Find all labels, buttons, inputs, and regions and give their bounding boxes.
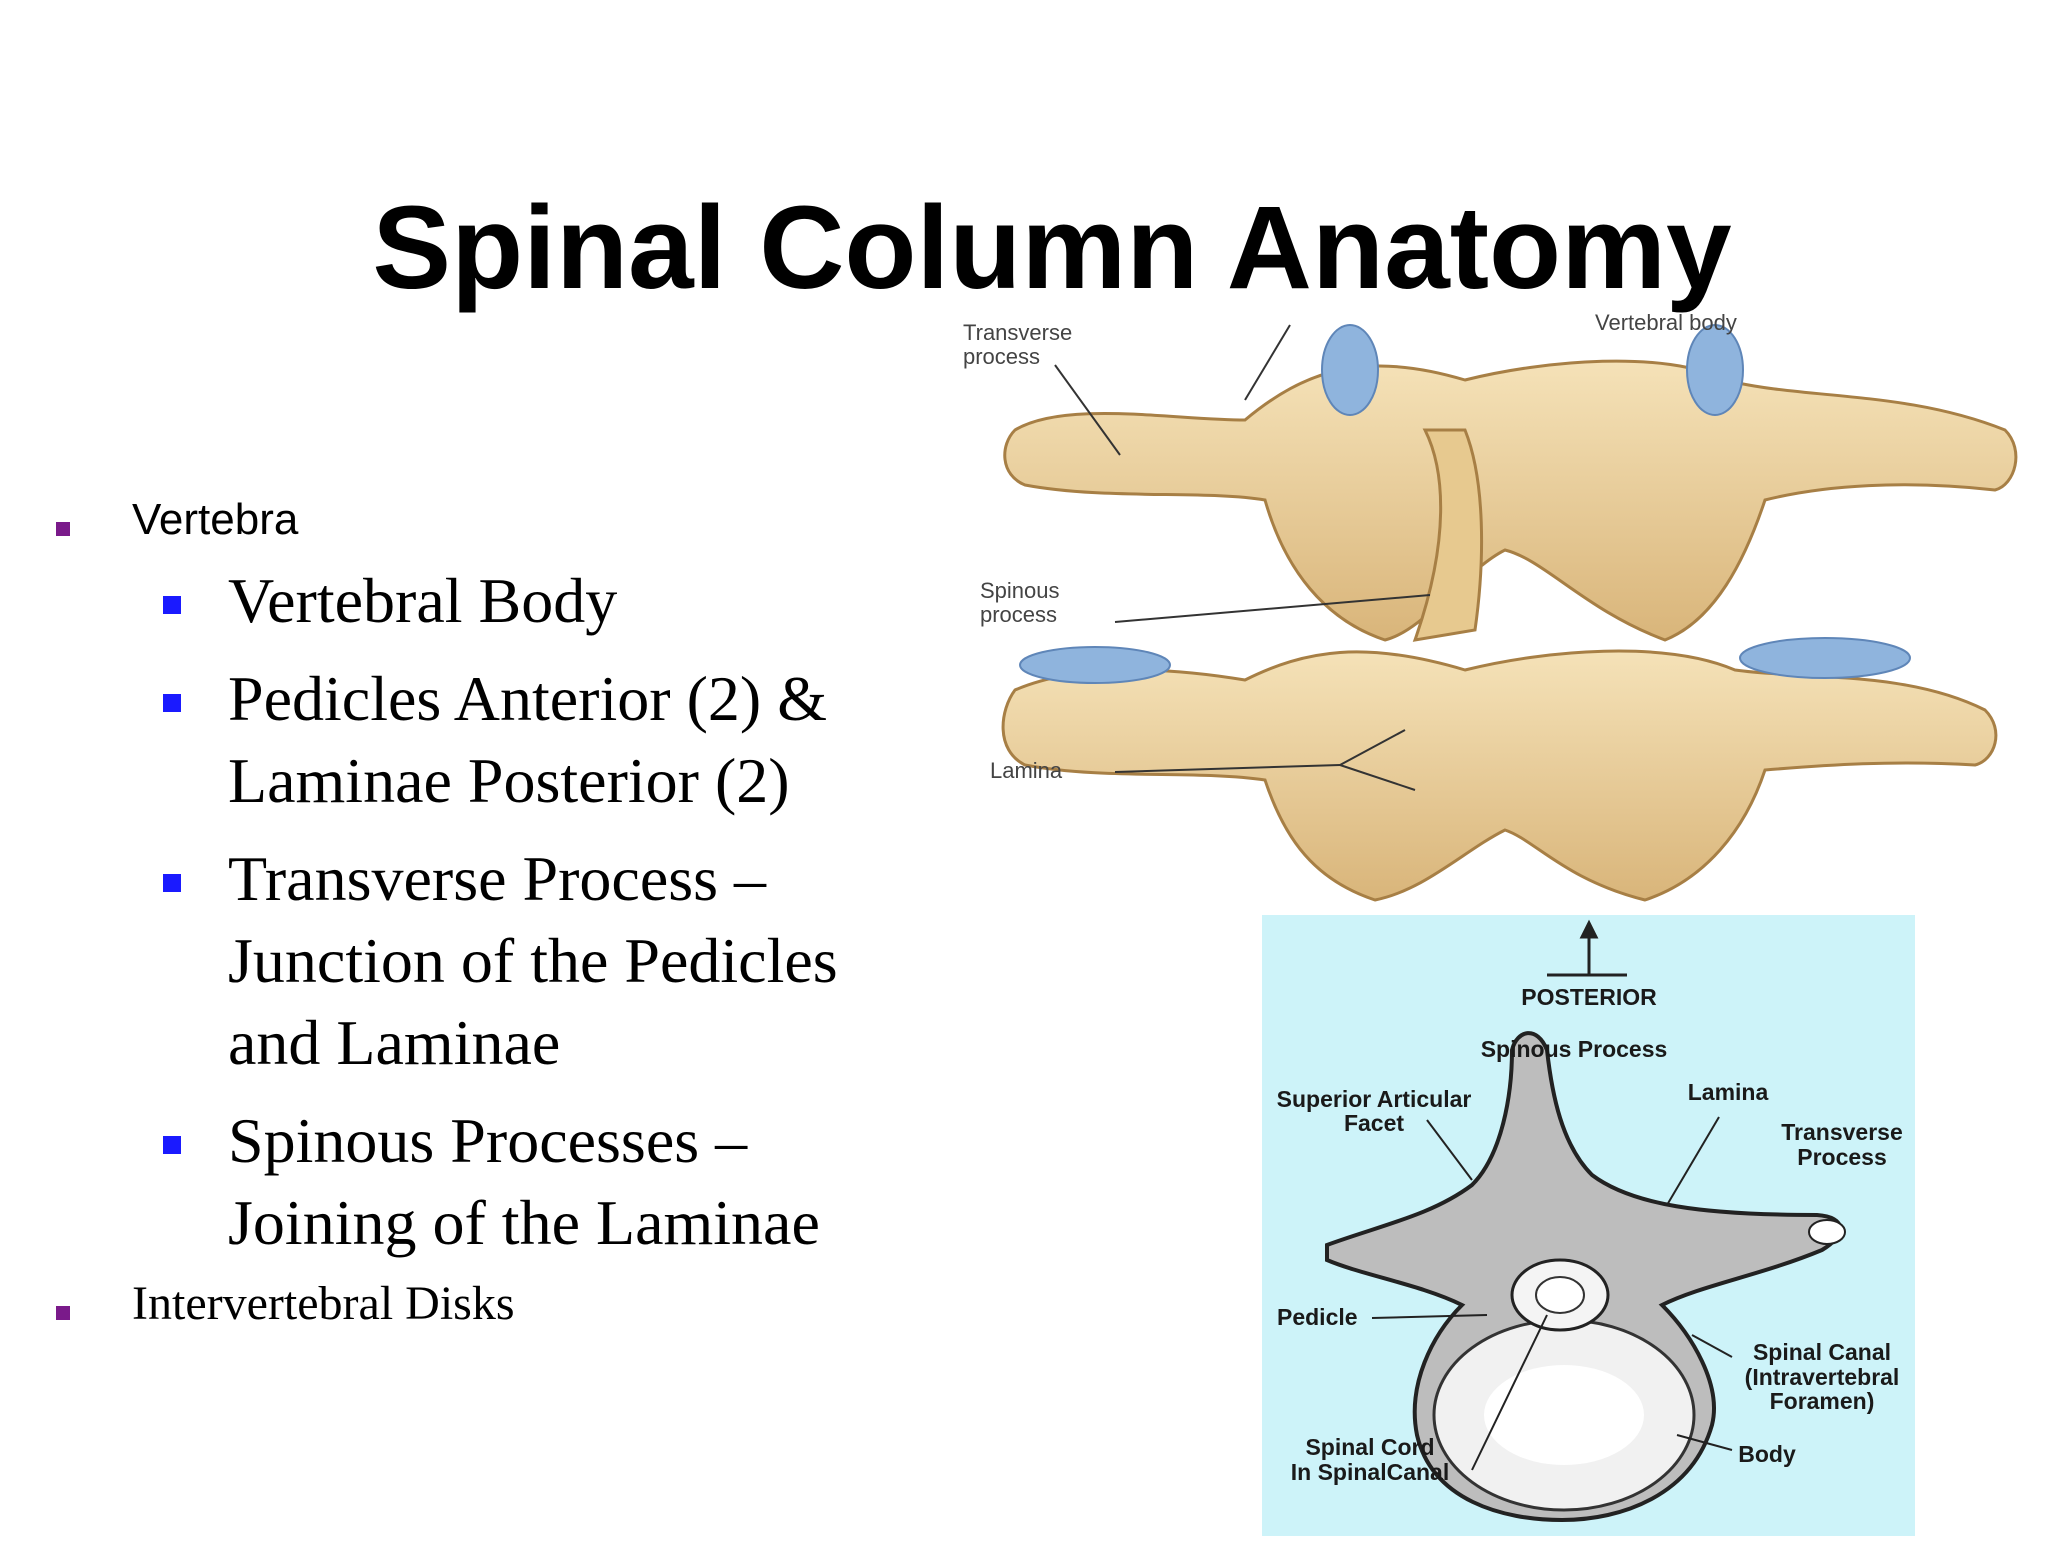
label-lamina: Lamina	[990, 758, 1063, 783]
lower-vertebra	[1001, 649, 1998, 902]
label-superior-articular-facet: Superior Articular	[1277, 1086, 1472, 1112]
label-spinous-process: Spinous	[980, 578, 1060, 603]
label-superior-articular-facet: Facet	[1344, 1110, 1404, 1136]
label-transverse-process: Transverse	[963, 320, 1072, 345]
label-spinal-canal: (Intravertebral	[1745, 1364, 1900, 1390]
bullet-square-icon	[163, 694, 181, 712]
sub-bullet-transverse-process: Transverse Process – Junction of the Ped…	[56, 838, 936, 1084]
bullet-text: Spinous Processes –	[228, 1105, 748, 1176]
sub-bullet-pedicles: Pedicles Anterior (2) & Laminae Posterio…	[56, 658, 936, 822]
bullet-text: Joining of the Laminae	[228, 1187, 820, 1258]
bullet-text: Laminae Posterior (2)	[228, 745, 790, 816]
bullet-square-icon	[163, 596, 181, 614]
bullet-intervertebral-disks: Intervertebral Disks	[56, 1274, 936, 1334]
bullet-square-icon	[163, 874, 181, 892]
vertebra-drawing	[1325, 1031, 1846, 1523]
label-body: Body	[1738, 1441, 1796, 1467]
bullet-list: Vertebra Vertebral Body Pedicles Anterio…	[56, 490, 936, 1334]
slide-title: Spinal Column Anatomy	[372, 182, 1732, 314]
label-lines	[1054, 324, 1431, 791]
label-spinal-canal: Foramen)	[1770, 1388, 1875, 1414]
vertebra-superior-diagram: POSTERIOR Spinous Process Superior Artic…	[1262, 915, 1915, 1536]
bullet-text: Intervertebral Disks	[132, 1277, 515, 1330]
vertebrae-posterior-illustration: Transverse process Vertebral body Spinou…	[963, 310, 2018, 902]
bullet-text: Vertebra	[132, 495, 299, 544]
bullet-square-icon	[163, 1136, 181, 1154]
label-transverse-process: process	[963, 344, 1040, 369]
label-lamina: Lamina	[1688, 1079, 1769, 1105]
bullet-text: Transverse Process –	[228, 843, 767, 914]
label-vertebral-body: Vertebral body	[1595, 310, 1737, 335]
label-transverse-process: Transverse	[1781, 1119, 1902, 1145]
bullet-text: Junction of the Pedicles	[228, 925, 838, 996]
label-transverse-process: Process	[1797, 1144, 1887, 1170]
sub-bullet-vertebral-body: Vertebral Body	[56, 560, 936, 642]
intervertebral-discs	[1019, 324, 1911, 684]
label-lines	[1371, 1116, 1733, 1471]
label-spinous-process: Spinous Process	[1481, 1036, 1668, 1062]
bullet-square-icon	[56, 1306, 70, 1320]
label-posterior: POSTERIOR	[1521, 984, 1657, 1010]
bullet-square-icon	[56, 522, 70, 536]
posterior-arrow	[1547, 919, 1627, 977]
bullet-text: Pedicles Anterior (2) &	[228, 663, 827, 734]
label-spinal-cord: In SpinalCanal	[1291, 1459, 1449, 1485]
label-spinal-canal: Spinal Canal	[1753, 1339, 1891, 1365]
label-pedicle: Pedicle	[1277, 1304, 1358, 1330]
bullet-text: and Laminae	[228, 1007, 561, 1078]
bullet-vertebra: Vertebra	[56, 490, 936, 550]
label-spinal-cord: Spinal Cord	[1305, 1434, 1434, 1460]
sub-bullet-spinous-processes: Spinous Processes – Joining of the Lamin…	[56, 1100, 936, 1264]
upper-vertebra	[1003, 359, 2018, 642]
bullet-text: Vertebral Body	[228, 565, 618, 636]
label-spinous-process: process	[980, 602, 1057, 627]
